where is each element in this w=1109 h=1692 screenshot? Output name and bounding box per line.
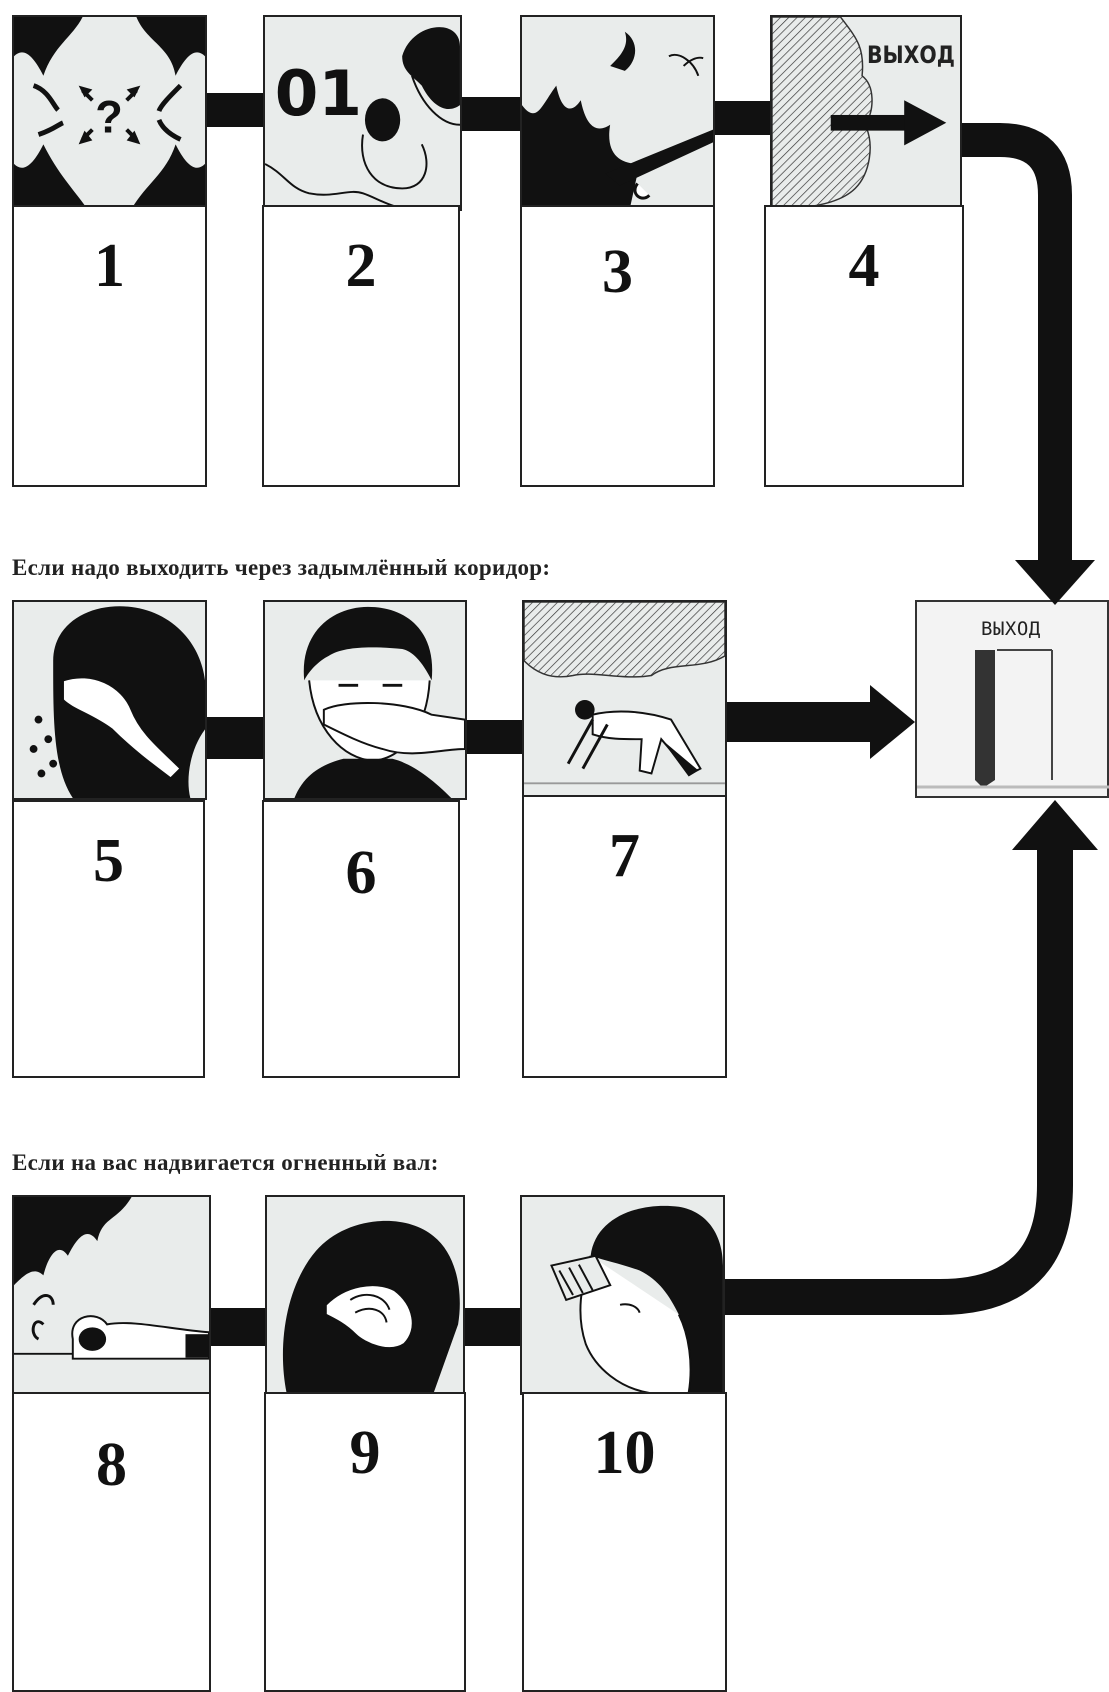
step-10-illustration <box>520 1195 725 1395</box>
eyes-covered-icon <box>29 606 205 798</box>
exit-door-label: ВЫХОД <box>981 618 1041 640</box>
step-2-illustration: 01 <box>263 15 462 211</box>
connector-3-4 <box>713 101 773 135</box>
lying-down-icon <box>14 1197 209 1360</box>
step-4-box: 4 <box>764 205 964 487</box>
step-6-box: 6 <box>262 800 460 1078</box>
arrow-step4-to-exit <box>962 123 1072 560</box>
phone-call-01-icon: 01 <box>265 27 460 209</box>
step-9-box: 9 <box>264 1392 466 1692</box>
step-4-illustration: ВЫХОД <box>770 15 962 211</box>
step-5-box: 5 <box>12 800 205 1078</box>
arrow-head-down-icon <box>1015 560 1095 605</box>
connector-9-10 <box>463 1308 525 1346</box>
step-1-box: 1 <box>12 205 207 487</box>
step-8-illustration <box>12 1195 211 1395</box>
arrow-step10-to-exit <box>725 848 1073 1315</box>
step-8-box: 8 <box>12 1392 211 1692</box>
step-4-number: 4 <box>848 232 880 300</box>
fire-wall-heading: Если на вас надвигается огненный вал: <box>12 1150 439 1175</box>
step-8-number: 8 <box>96 1431 127 1499</box>
question-arrows-icon: ? <box>14 17 205 209</box>
step-1-number: 1 <box>94 232 125 300</box>
crawling-person-icon <box>524 602 725 785</box>
smoke-exit-arrow-icon <box>772 17 947 209</box>
step-3-box: 3 <box>520 205 715 487</box>
sign-01-text: 01 <box>275 57 362 130</box>
arrow-head-right-icon <box>870 685 915 759</box>
step-2-number: 2 <box>345 232 377 300</box>
connector-5-6 <box>205 717 265 759</box>
step-6-illustration <box>263 600 467 800</box>
wet-cloth-nose-icon <box>550 1205 723 1393</box>
step-1-illustration: ? <box>12 15 207 211</box>
exit-sign-text: ВЫХОД <box>867 41 955 69</box>
svg-text:?: ? <box>95 92 123 143</box>
step-3-illustration <box>520 15 715 211</box>
flame-leg-icon <box>522 31 713 209</box>
arrow-step7-to-exit <box>727 702 875 742</box>
step-2-box: 2 <box>262 205 460 487</box>
step-5-illustration <box>12 600 207 800</box>
face-covered-icon <box>282 1220 460 1393</box>
connector-8-9 <box>205 1308 265 1346</box>
step-7-number: 7 <box>609 822 640 890</box>
step-9-illustration <box>265 1195 465 1395</box>
connector-1-2 <box>205 93 265 127</box>
exit-door-box: ВЫХОД <box>915 600 1109 798</box>
mouth-covered-icon <box>294 606 465 798</box>
step-9-number: 9 <box>349 1419 381 1487</box>
step-10-box: 10 <box>522 1392 727 1692</box>
step-7-box: 7 <box>522 795 727 1078</box>
step-7-illustration <box>522 600 727 800</box>
step-10-number: 10 <box>593 1419 656 1487</box>
step-6-number: 6 <box>345 839 377 907</box>
door-icon <box>917 649 1109 789</box>
smoky-corridor-heading: Если надо выходить через задымлённый кор… <box>12 555 551 580</box>
step-5-number: 5 <box>93 827 124 895</box>
connector-2-3 <box>460 97 522 131</box>
step-3-number: 3 <box>602 238 633 306</box>
arrow-head-up-icon <box>1012 800 1098 850</box>
connector-6-7 <box>465 720 525 754</box>
